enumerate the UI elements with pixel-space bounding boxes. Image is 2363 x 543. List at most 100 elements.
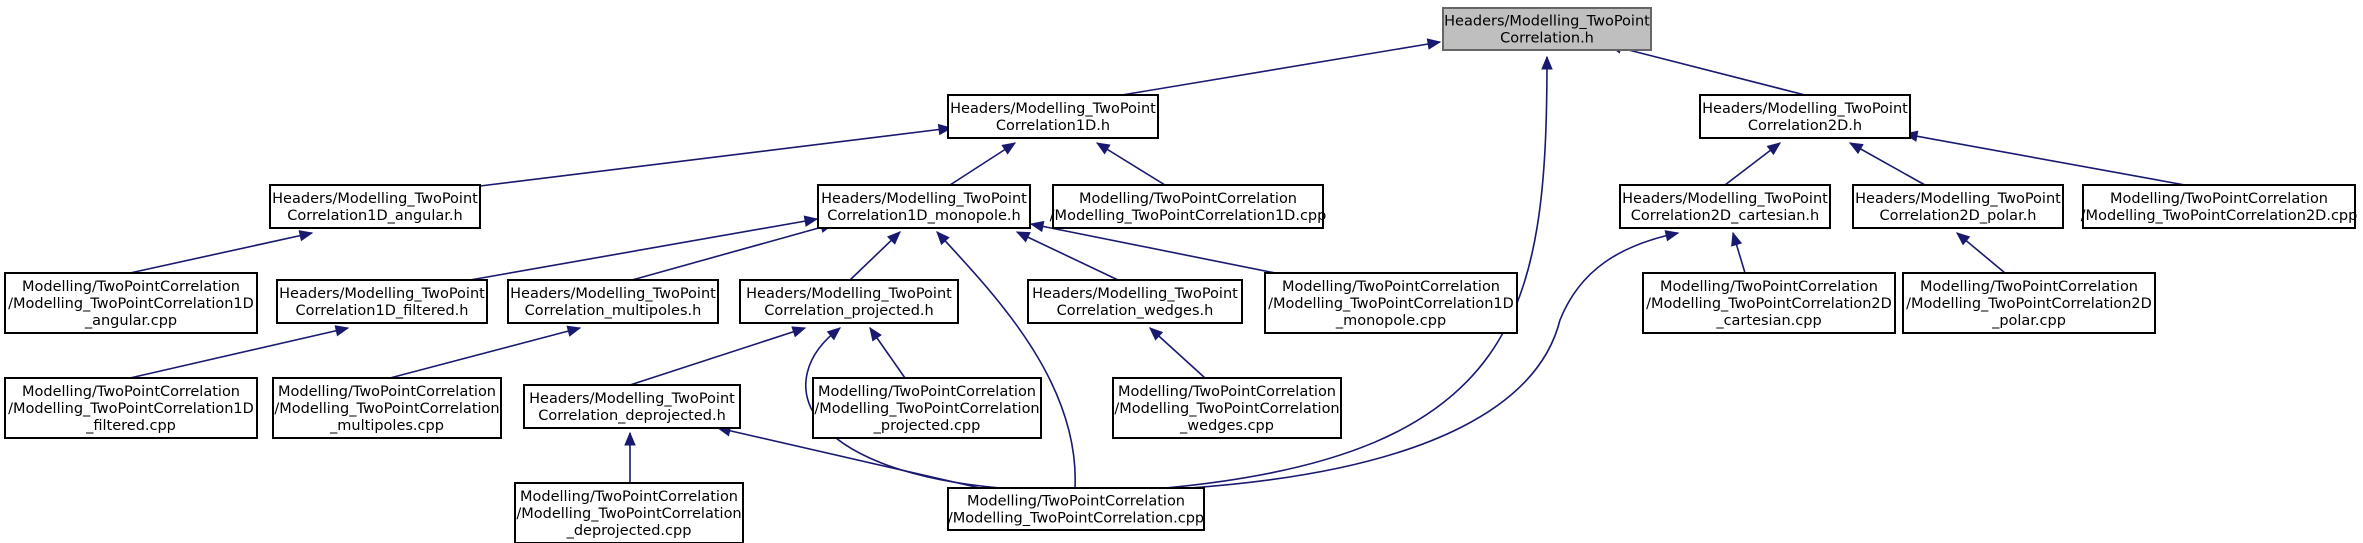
node-deprojected-h[interactable]: Headers/Modelling_TwoPointCorrelation_de…: [523, 384, 741, 429]
node-label-line: Headers/Modelling_TwoPoint: [1855, 191, 2061, 207]
node-label-line: /Modelling_TwoPointCorrelation1D: [8, 296, 254, 312]
node-label-line: Modelling/TwoPointCorrelation: [1079, 191, 1297, 207]
node-label-line: _polar.cpp: [1991, 313, 2066, 329]
edge-line: [629, 327, 806, 386]
node-box: [1442, 7, 1652, 51]
node-label-line: Correlation2D.h: [1748, 118, 1862, 134]
node-box: [4, 272, 258, 334]
arrowhead: [826, 327, 842, 341]
node-label-line: /Modelling_TwoPointCorrelation1D: [1268, 296, 1514, 312]
node-label-line: Correlation1D_angular.h: [287, 208, 462, 224]
node-angular-cpp[interactable]: Modelling/TwoPointCorrelation/Modelling_…: [4, 272, 258, 334]
node-label-line: Modelling/TwoPointCorrelation: [818, 384, 1036, 400]
edge-filtered_h-to-monopole_h: [469, 215, 819, 281]
node-label-line: /Modelling_TwoPointCorrelation: [274, 401, 499, 417]
edge-angular_cpp-to-angular_h: [129, 230, 314, 274]
node-label-line: Correlation1D_filtered.h: [296, 303, 469, 319]
arrowhead: [803, 215, 819, 227]
node-wedges-cpp[interactable]: Modelling/TwoPointCorrelation/Modelling_…: [1112, 377, 1342, 439]
arrowhead: [936, 231, 950, 246]
node-corr2d[interactable]: Headers/Modelling_TwoPointCorrelation2D.…: [1699, 94, 1911, 139]
node-box: [947, 94, 1159, 139]
node-polar-h[interactable]: Headers/Modelling_TwoPointCorrelation2D_…: [1852, 184, 2064, 229]
edge-corr_cpp-to-cartesian_h: [1189, 230, 1680, 489]
node-label-line: Modelling/TwoPointCorrelation: [1282, 279, 1500, 295]
node-monopole-cpp[interactable]: Modelling/TwoPointCorrelation/Modelling_…: [1264, 272, 1518, 334]
arrowhead: [1001, 142, 1017, 155]
node-wedges-h[interactable]: Headers/Modelling_TwoPointCorrelation_we…: [1027, 279, 1243, 324]
node-multipoles-cpp[interactable]: Modelling/TwoPointCorrelation/Modelling_…: [272, 377, 502, 439]
node-label-line: Correlation_wedges.h: [1057, 303, 1214, 319]
edges-layer: [129, 38, 2186, 489]
node-label-line: Correlation_deprojected.h: [538, 408, 726, 424]
node-root[interactable]: Headers/Modelling_TwoPointCorrelation.h: [1442, 7, 1652, 51]
edge-line: [1030, 223, 1301, 279]
edge-polar_cpp-to-polar_h: [1956, 232, 2006, 274]
node-label-line: Headers/Modelling_TwoPoint: [1032, 286, 1238, 302]
node-label-line: Modelling/TwoPointCorrelation: [1118, 384, 1336, 400]
node-projected-cpp[interactable]: Modelling/TwoPointCorrelation/Modelling_…: [812, 377, 1042, 439]
arrowhead: [937, 123, 953, 136]
node-projected-h[interactable]: Headers/Modelling_TwoPointCorrelation_pr…: [739, 279, 959, 324]
edge-line: [1608, 44, 1806, 96]
node-label-line: _deprojected.cpp: [566, 523, 692, 539]
node-filtered-cpp[interactable]: Modelling/TwoPointCorrelation/Modelling_…: [4, 377, 258, 439]
node-box: [523, 384, 741, 429]
node-label-line: /Modelling_TwoPointCorrelation1D: [8, 401, 254, 417]
node-deprojected-cpp[interactable]: Modelling/TwoPointCorrelation/Modelling_…: [514, 482, 744, 543]
node-label-line: Correlation2D_polar.h: [1879, 208, 2036, 224]
arrowhead: [298, 230, 314, 242]
node-label-line: Modelling/TwoPointCorrelation: [22, 279, 240, 295]
edge-line: [1849, 142, 1926, 186]
arrowhead: [624, 431, 636, 446]
node-label-line: Modelling/TwoPointCorrelation: [1920, 279, 2138, 295]
arrowhead: [1015, 231, 1031, 243]
arrowhead: [1956, 232, 1971, 246]
edge-line: [129, 327, 349, 379]
node-corr2d-cpp[interactable]: Modelling/TwoPointCorrelation/Modelling_…: [2081, 184, 2358, 229]
node-corr1d-cpp[interactable]: Modelling/TwoPointCorrelation/Modelling_…: [1050, 184, 1327, 229]
node-polar-cpp[interactable]: Modelling/TwoPointCorrelation/Modelling_…: [1902, 272, 2156, 334]
edge-projected_h-to-monopole_h: [849, 231, 901, 281]
edge-line: [631, 223, 834, 281]
node-filtered-h[interactable]: Headers/Modelling_TwoPointCorrelation1D_…: [276, 279, 488, 324]
edge-line: [936, 231, 1076, 489]
edge-line: [1121, 41, 1441, 96]
node-label-line: _monopole.cpp: [1335, 313, 1446, 329]
node-label-line: Modelling/TwoPointCorrelation: [22, 384, 240, 400]
node-label-line: /Modelling_TwoPointCorrelation2D.cpp: [2081, 208, 2358, 224]
edge-line: [949, 142, 1016, 186]
node-box: [1112, 377, 1342, 439]
node-box: [812, 377, 1042, 439]
node-label-line: _multipoles.cpp: [329, 418, 444, 434]
node-label-line: Headers/Modelling_TwoPoint: [1444, 14, 1650, 30]
edge-angular_h-to-corr1d: [479, 123, 953, 187]
edge-filtered_cpp-to-filtered_h: [129, 325, 350, 379]
node-multipoles-h[interactable]: Headers/Modelling_TwoPointCorrelation_mu…: [507, 279, 719, 324]
node-corr1d[interactable]: Headers/Modelling_TwoPointCorrelation1D.…: [947, 94, 1159, 139]
arrowhead: [1426, 38, 1442, 50]
nodes-layer: Headers/Modelling_TwoPointCorrelation.hH…: [4, 7, 2358, 543]
edge-monopole_h-to-corr1d: [949, 142, 1017, 186]
node-angular-h[interactable]: Headers/Modelling_TwoPointCorrelation1D_…: [269, 184, 481, 229]
node-label-line: /Modelling_TwoPointCorrelation: [814, 401, 1039, 417]
edge-deprojected_cpp-to-deprojected_h: [624, 431, 636, 483]
arrowhead: [1541, 55, 1553, 70]
node-label-line: Headers/Modelling_TwoPoint: [279, 286, 485, 302]
node-box: [817, 184, 1031, 229]
arrowhead: [1664, 230, 1680, 242]
node-cartesian-cpp[interactable]: Modelling/TwoPointCorrelation/Modelling_…: [1642, 272, 1896, 334]
edge-corr1d-to-root: [1121, 38, 1442, 96]
node-cartesian-h[interactable]: Headers/Modelling_TwoPointCorrelation2D_…: [1619, 184, 1831, 229]
edge-corr_cpp-to-root: [1164, 55, 1553, 489]
node-label-line: /Modelling_TwoPointCorrelation1D.cpp: [1050, 208, 1327, 224]
node-label-line: Headers/Modelling_TwoPoint: [821, 191, 1027, 207]
node-label-line: _filtered.cpp: [85, 418, 176, 434]
node-label-line: Modelling/TwoPointCorrelation: [1660, 279, 1878, 295]
edge-line: [1904, 133, 2186, 186]
node-monopole-h[interactable]: Headers/Modelling_TwoPointCorrelation1D_…: [817, 184, 1031, 229]
edge-corr_cpp-to-monopole_h: [936, 231, 1076, 489]
node-label-line: _cartesian.cpp: [1715, 313, 1821, 329]
node-corr-cpp[interactable]: Modelling/TwoPointCorrelation/Modelling_…: [947, 487, 1205, 531]
